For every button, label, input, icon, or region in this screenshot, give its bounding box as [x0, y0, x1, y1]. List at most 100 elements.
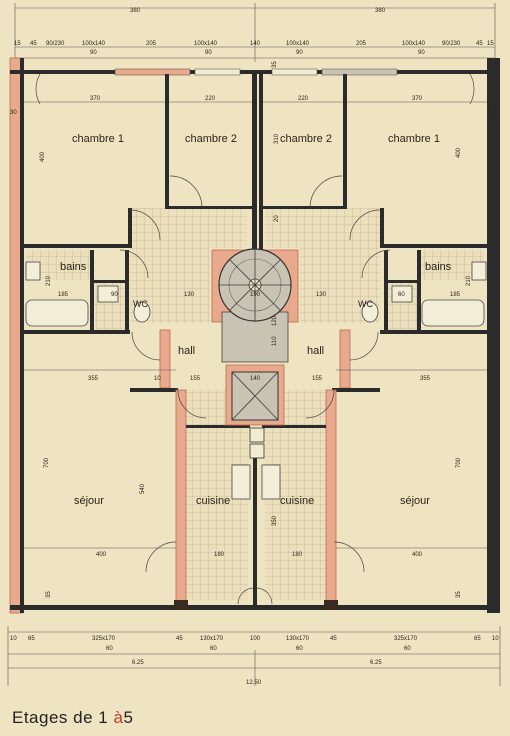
sink-left	[25, 261, 41, 281]
dim-bottom-1: 10	[10, 636, 17, 642]
dim-total: 12.50	[246, 680, 262, 686]
room-chambre-2-left: chambre 2	[185, 133, 237, 145]
dim-bottom-5: 130x170	[200, 636, 224, 642]
room-sejour-right: séjour	[400, 495, 430, 507]
room-bains-right: bains	[425, 261, 452, 273]
plan-title-number: 5	[123, 708, 134, 727]
dim-top-left-edge: 15	[14, 41, 21, 47]
dim-chambre1-height-left: 400	[40, 151, 46, 162]
dim-bottom-sub-2: 60	[210, 646, 217, 652]
dim-top-left-3: 100x140	[82, 41, 106, 47]
dim-cuisine-180-left: 180	[214, 552, 225, 558]
dim-top-right-edge: 15	[487, 41, 494, 47]
dim-cuisine-350: 350	[272, 515, 278, 526]
washbasin-right	[391, 285, 413, 303]
dim-bottom-sub-3: 60	[296, 646, 303, 652]
dim-sejour-400-left: 400	[96, 552, 107, 558]
top-dimension-lines	[14, 3, 496, 62]
room-bains-left: bains	[60, 261, 87, 273]
room-hall-right: hall	[307, 345, 324, 357]
dim-bottom-10: 65	[474, 636, 481, 642]
dim-top-center-sub-left: 90	[205, 50, 212, 56]
dim-bottom-3: 325x170	[92, 636, 116, 642]
room-chambre-1-left: chambre 1	[72, 133, 124, 145]
dim-top-left-sub: 90	[90, 50, 97, 56]
dim-bottom-2: 65	[28, 636, 35, 642]
dim-top-right-3: 90/230	[442, 41, 461, 47]
dim-top-right-2: 100x140	[402, 41, 426, 47]
dim-chambre1-width-right: 370	[412, 96, 423, 102]
dim-wall-35: 35	[272, 61, 278, 68]
dim-top-left-4: 205	[146, 41, 157, 47]
dim-bottom-sub-4: 60	[404, 646, 411, 652]
room-cuisine-right: cuisine	[280, 495, 314, 507]
room-chambre-2-right: chambre 2	[280, 133, 332, 145]
dim-core-110: 110	[272, 336, 278, 346]
dim-sejour-355-right: 355	[420, 376, 431, 382]
dim-bottom-35-right: 35	[456, 591, 462, 598]
toilet-right	[361, 301, 379, 323]
dim-wall-30-left: 30	[10, 110, 17, 116]
dim-top-center-2: 140	[250, 41, 261, 47]
dim-wc-90: 90	[111, 292, 118, 298]
bathtub-left	[25, 299, 89, 327]
dim-bains-185-right: 185	[450, 292, 461, 298]
dim-chambre2-width-left: 220	[205, 96, 216, 102]
dim-bottom-4: 45	[176, 636, 183, 642]
dim-bottom-35-left: 35	[46, 591, 52, 598]
room-wc-left: WC	[133, 299, 148, 309]
dim-bottom-11: 10	[492, 636, 499, 642]
toilet-left	[133, 301, 151, 323]
dim-chambre1-height-right: 400	[456, 147, 462, 158]
dim-wall-20: 20	[274, 215, 280, 222]
interior-walls	[22, 74, 490, 606]
dim-core-190: 190	[250, 292, 261, 298]
door-swings	[35, 73, 475, 605]
dim-top-right-sub: 90	[418, 50, 425, 56]
chimney-left	[174, 600, 188, 610]
dim-bottom-7: 130x170	[286, 636, 310, 642]
bathroom-fixtures	[25, 261, 487, 500]
dim-wall-30-right: 30	[493, 110, 500, 116]
dim-hall-130-right: 130	[316, 292, 327, 298]
dim-top-center-3: 100x140	[286, 41, 310, 47]
dim-cuisine-180-right: 180	[292, 552, 303, 558]
dim-chambre1-width-left: 370	[90, 96, 101, 102]
plan-title-text: Etages de 1	[12, 708, 109, 727]
dim-sejour-400-right: 400	[412, 552, 423, 558]
dim-half-right: 6.25	[370, 660, 382, 666]
sink-right	[471, 261, 487, 281]
room-cuisine-left: cuisine	[196, 495, 230, 507]
room-wc-right: WC	[358, 299, 373, 309]
dim-bottom-8: 45	[330, 636, 337, 642]
dim-top-left-2: 90/230	[46, 41, 65, 47]
dim-top-center-1: 100x140	[194, 41, 218, 47]
dim-bains-185-left: 185	[58, 292, 69, 298]
dim-top-center-sub-right: 90	[296, 50, 303, 56]
bottom-dimension-lines	[7, 626, 501, 686]
central-core	[211, 248, 299, 459]
interior-dimension-labels	[24, 101, 487, 549]
dim-chambre2-width-right: 220	[298, 96, 309, 102]
dim-bottom-6: 100	[250, 636, 261, 642]
dim-bains-210-right: 210	[466, 275, 472, 286]
bathtub-right	[421, 299, 485, 327]
outer-walls	[9, 57, 500, 614]
plan-title: Etages de 1 à5	[12, 708, 133, 728]
plan-title-accent: à	[113, 708, 124, 727]
dim-sejour-700-right: 700	[456, 457, 462, 468]
dim-bottom-sub-1: 60	[106, 646, 113, 652]
dim-top-right-1: 205	[356, 41, 367, 47]
dim-top-left-1: 45	[30, 41, 37, 47]
room-hall-left: hall	[178, 345, 195, 357]
dim-sejour-700-left: 700	[44, 457, 50, 468]
dim-wc-60: 60	[398, 292, 405, 298]
dim-core-120: 120	[272, 315, 278, 326]
dim-small-10: 10	[154, 376, 161, 382]
stove-left	[231, 464, 251, 500]
dim-sejour-355-left: 355	[88, 376, 99, 382]
room-sejour-left: séjour	[74, 495, 104, 507]
dim-top-right-4: 45	[476, 41, 483, 47]
stove-right	[261, 464, 281, 500]
